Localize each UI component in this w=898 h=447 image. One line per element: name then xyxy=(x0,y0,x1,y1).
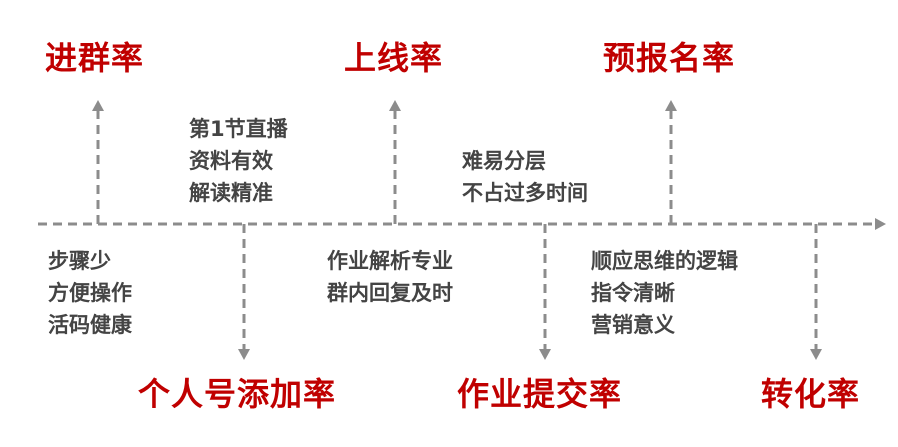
metric-homework-submit-rate: 作业提交率 xyxy=(457,375,623,413)
arrow-down-icon xyxy=(539,349,551,360)
note-line: 资料有效 xyxy=(189,149,273,173)
note-line: 步骤少 xyxy=(48,249,111,273)
note-line: 解读精准 xyxy=(189,181,273,205)
metric-conversion-rate: 转化率 xyxy=(761,375,861,413)
metric-pre-register-rate: 预报名率 xyxy=(603,39,736,77)
note-steps: 步骤少 方便操作 活码健康 xyxy=(48,245,132,341)
note-first-live: 第1节直播 资料有效 解读精准 xyxy=(189,113,288,209)
arrow-up-icon xyxy=(92,100,104,111)
metric-join-group-rate: 进群率 xyxy=(45,39,145,77)
note-line: 指令清晰 xyxy=(591,281,675,305)
note-difficulty: 难易分层 不占过多时间 xyxy=(462,145,588,209)
note-line: 难易分层 xyxy=(462,149,546,173)
arrow-down-icon xyxy=(238,349,250,360)
note-line: 作业解析专业 xyxy=(327,249,453,273)
arrow-up-icon xyxy=(389,100,401,111)
note-line: 方便操作 xyxy=(48,281,132,305)
note-line: 群内回复及时 xyxy=(327,281,453,305)
metric-online-rate: 上线率 xyxy=(344,39,444,77)
arrow-down-icon xyxy=(810,349,822,360)
arrow-up-icon xyxy=(665,100,677,111)
note-line: 第1节直播 xyxy=(189,117,288,141)
note-line: 营销意义 xyxy=(591,313,675,337)
note-logic: 顺应思维的逻辑 指令清晰 营销意义 xyxy=(591,245,738,341)
note-line: 活码健康 xyxy=(48,313,132,337)
axis-arrowhead-icon xyxy=(875,218,886,230)
note-line: 顺应思维的逻辑 xyxy=(591,249,738,273)
metric-personal-add-rate: 个人号添加率 xyxy=(138,375,337,413)
note-homework: 作业解析专业 群内回复及时 xyxy=(327,245,453,309)
note-line: 不占过多时间 xyxy=(462,181,588,205)
